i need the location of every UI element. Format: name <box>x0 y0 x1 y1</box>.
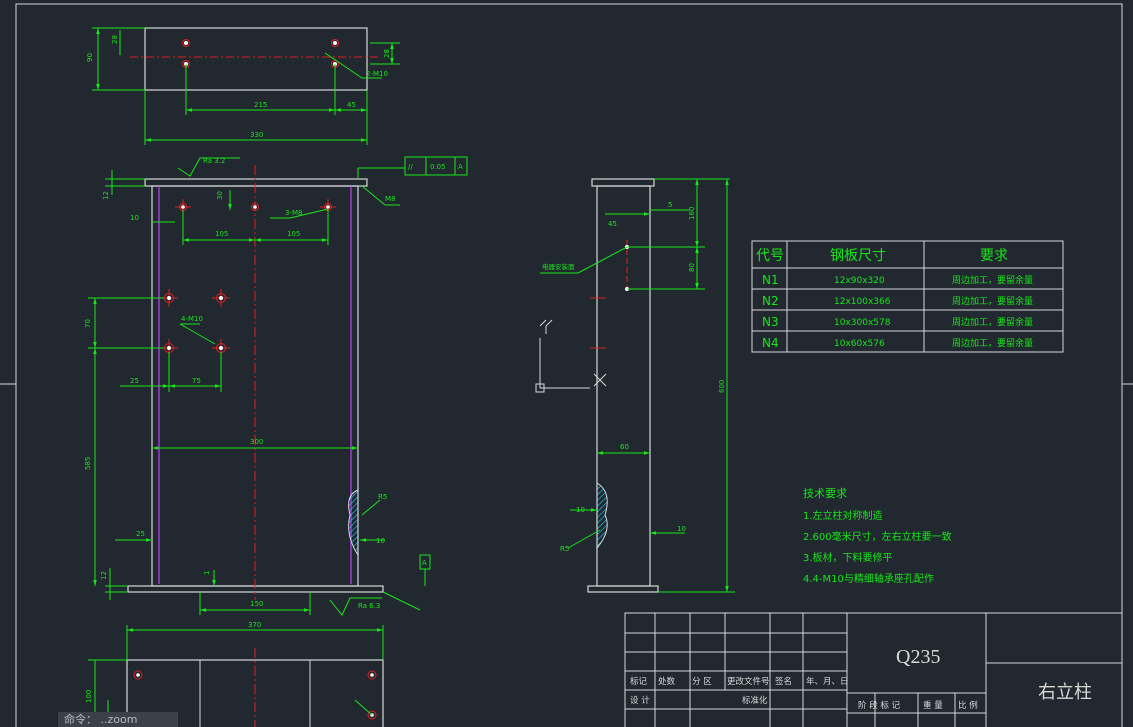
note-text: 2-M10 <box>366 70 388 78</box>
title-block: 标记 处数 分 区 更改文件号 签名 年、月、日 设 计 标准化 阶 段 标 记… <box>624 612 1123 727</box>
tech-item: 1.左立柱对称制造 <box>803 509 883 522</box>
table-header: 钢板尺寸 <box>830 248 886 264</box>
tech-item: 4.4-M10与精细轴承座孔配作 <box>803 572 934 585</box>
note-text: 3-M8 <box>285 209 302 217</box>
dim-text: 10 <box>677 525 686 533</box>
dim-text: 28 <box>111 35 119 44</box>
top-view: 90 28 28 215 45 330 2-M10 <box>86 27 400 145</box>
dim-text: 150 <box>250 600 263 608</box>
dim-text: 10 <box>130 214 139 222</box>
dim-text: 60 <box>620 443 629 451</box>
title-block-label: 更改文件号 <box>727 676 770 687</box>
title-block-label: 标准化 <box>742 695 768 706</box>
tolerance-symbol: // <box>408 163 413 171</box>
part-name: 右立柱 <box>1038 682 1092 703</box>
dim-text: 10 <box>376 537 385 545</box>
dim-text: 12 <box>102 191 110 200</box>
title-block-label: 分 区 <box>692 677 712 687</box>
note-text: M8 <box>385 195 396 203</box>
table-header: 代号 <box>756 248 784 264</box>
dim-text: 105 <box>287 230 300 238</box>
dim-text: R5 <box>378 493 387 501</box>
dim-text: 215 <box>254 101 267 109</box>
dim-text: 600 <box>718 380 726 393</box>
table-cell: 10x300x578 <box>834 318 891 328</box>
dim-text: 28 <box>383 49 391 58</box>
dim-text: 585 <box>84 457 92 470</box>
table-cell: 周边加工，要留余量 <box>952 274 1033 286</box>
dim-text: 100 <box>85 690 93 703</box>
ucs-axis-icon <box>535 319 607 393</box>
dim-text: 30 <box>216 191 224 200</box>
dim-text: 300 <box>250 438 263 446</box>
table-cell: 周边加工，要留余量 <box>952 337 1033 349</box>
dim-text: 12 <box>100 571 108 580</box>
dim-text: 80 <box>688 263 696 272</box>
tolerance-datum: A <box>458 163 463 171</box>
title-block-label: 重 量 <box>923 700 943 711</box>
table-cell: N2 <box>762 294 779 308</box>
tech-item: 2.600毫米尺寸，左右立柱要一致 <box>803 530 952 543</box>
table-cell: 10x60x576 <box>834 339 885 349</box>
table-header: 要求 <box>980 248 1008 264</box>
dim-text: 160 <box>688 207 696 220</box>
tech-requirements: 技术要求 1.左立柱对称制造 2.600毫米尺寸，左右立柱要一致 3.板材，下料… <box>803 487 952 585</box>
dim-text: 330 <box>250 131 263 139</box>
table-cell: 周边加工，要留余量 <box>952 316 1033 328</box>
table-cell: N3 <box>762 315 779 329</box>
dim-text: 45 <box>608 220 617 228</box>
dim-text: 105 <box>215 230 228 238</box>
title-block-label: 阶 段 标 记 <box>858 700 901 711</box>
tech-item: 3.板材，下料要修平 <box>803 551 893 564</box>
tech-title: 技术要求 <box>803 487 847 500</box>
dim-text: 370 <box>248 621 261 629</box>
table-cell: 周边加工，要留余量 <box>952 295 1033 307</box>
dim-text: 25 <box>130 377 139 385</box>
tolerance-value: 0.05 <box>430 163 446 171</box>
surface-label: 电器安装面 <box>542 262 575 271</box>
material-table: 代号 钢板尺寸 要求 N1 12x90x320 周边加工，要留余量 N2 12x… <box>751 240 1064 353</box>
dim-text: 5 <box>668 201 672 209</box>
dim-text: 1 <box>203 571 211 575</box>
title-block-label: 签名 <box>775 676 792 687</box>
note-text: 4-M10 <box>181 315 203 323</box>
datum-text: A <box>422 559 427 567</box>
title-block-label: 标记 <box>630 676 648 687</box>
material-name: Q235 <box>896 646 940 668</box>
drawing-frame <box>0 3 1133 727</box>
table-cell: 12x100x366 <box>834 297 891 307</box>
dim-text: 45 <box>347 101 356 109</box>
dim-text: R5 <box>560 545 569 553</box>
title-block-label: 比 例 <box>958 700 978 711</box>
dim-text: 75 <box>192 377 201 385</box>
table-cell: 12x90x320 <box>834 276 885 286</box>
roughness-text: Ra 3.2 <box>203 157 225 165</box>
front-view: Ra 3.2 // 0.05 A 12 10 30 105 105 70 25 … <box>84 156 468 616</box>
title-block-label: 设 计 <box>630 695 650 706</box>
dim-text: 25 <box>136 530 145 538</box>
title-block-label: 年、月、日 <box>806 676 849 687</box>
side-view: 45 5 160 80 600 60 10 10 R5 电器安装面 <box>540 178 735 593</box>
dim-text: 70 <box>84 319 92 328</box>
dim-text: 10 <box>576 506 585 514</box>
title-block-label: 处数 <box>658 676 676 687</box>
roughness-text: Ra 6.3 <box>358 602 380 610</box>
command-line[interactable]: 命令： ..zoom <box>58 712 178 727</box>
dim-text: 90 <box>86 53 94 62</box>
table-cell: N1 <box>762 273 779 287</box>
table-cell: N4 <box>762 336 779 350</box>
